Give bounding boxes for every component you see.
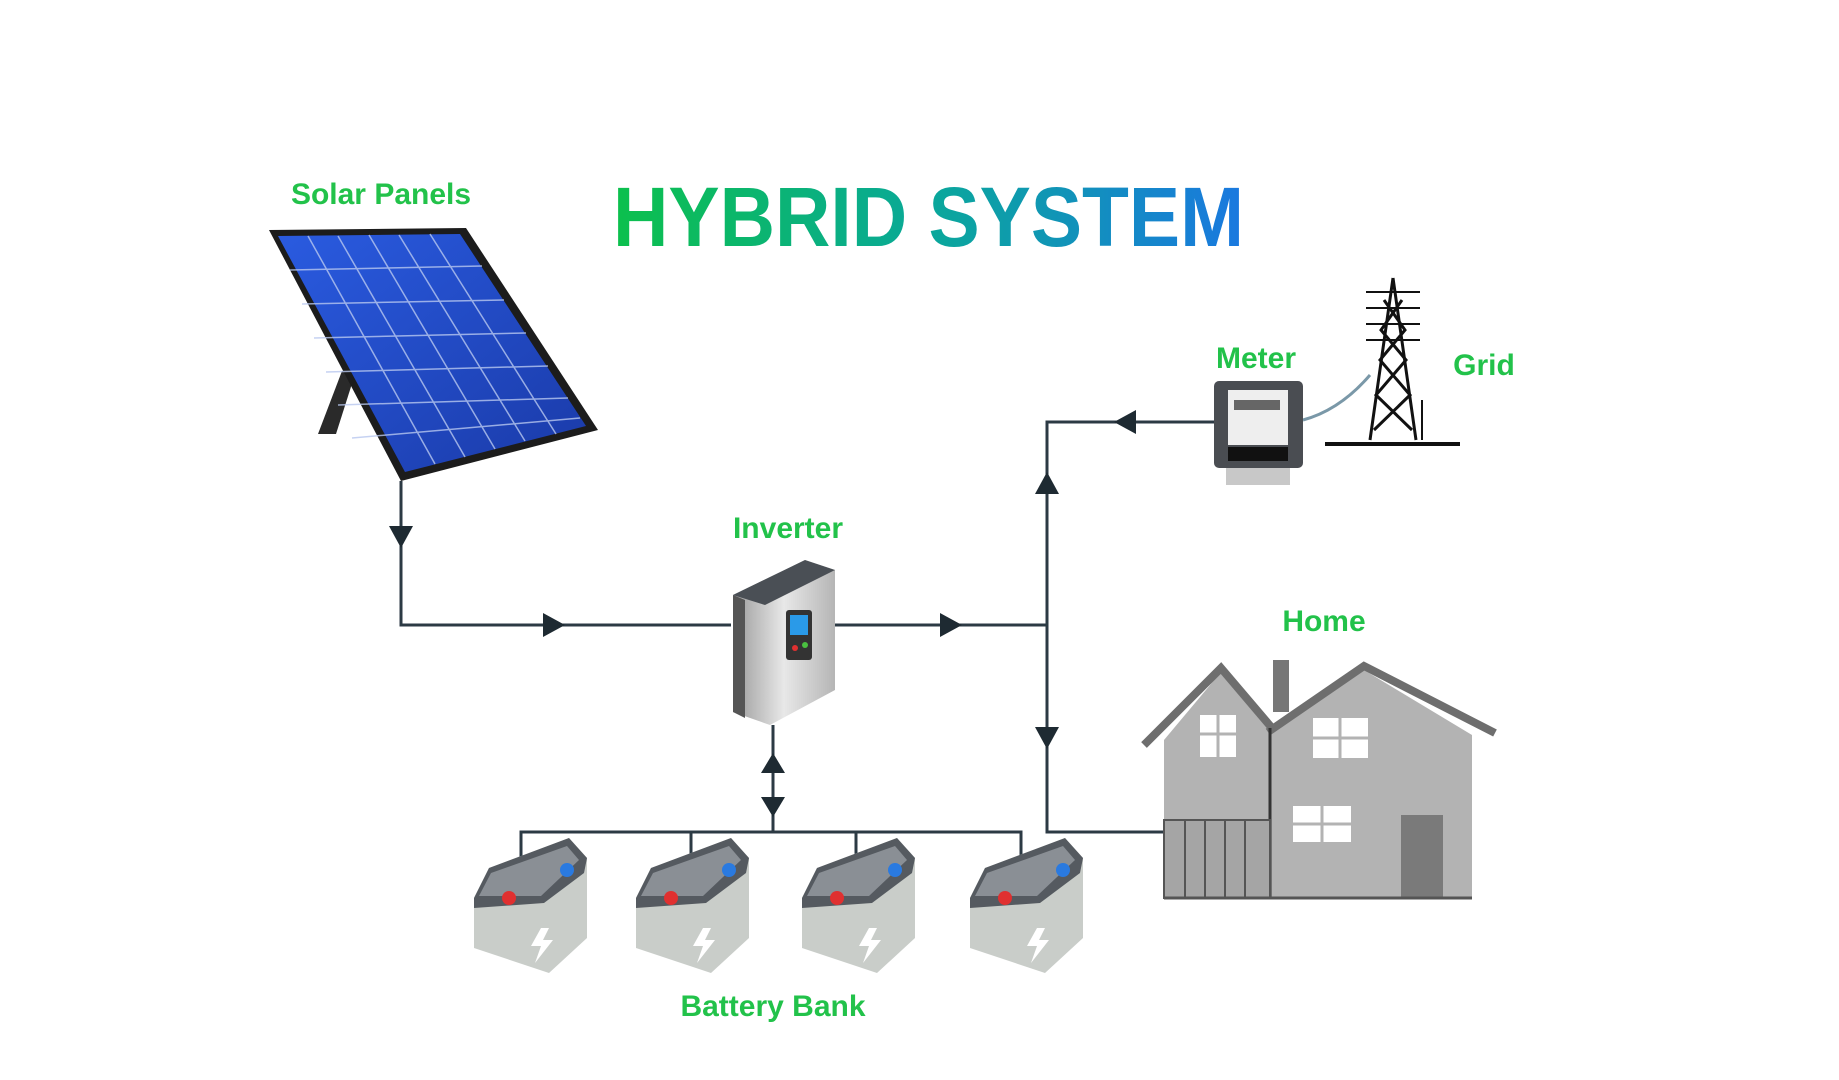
battery-icon (474, 838, 587, 973)
battery-bank (474, 838, 1083, 973)
arrow-up-icon (761, 753, 785, 773)
meter-icon (1214, 374, 1372, 485)
flow-arrows (389, 410, 1136, 817)
battery-icon (802, 838, 915, 973)
arrow-right-icon (940, 613, 962, 637)
battery-icon (970, 838, 1083, 973)
diagram-title: HYBRID SYSTEM (613, 170, 1244, 264)
arrow-down-icon (389, 526, 413, 548)
solar-panels-label: Solar Panels (291, 178, 471, 211)
inverter-label: Inverter (733, 512, 843, 545)
arrow-down-icon (1035, 727, 1059, 749)
grid-label: Grid (1453, 349, 1515, 382)
home-label: Home (1282, 605, 1365, 638)
arrow-right-icon (543, 613, 565, 637)
battery-bank-label: Battery Bank (680, 990, 865, 1023)
arrow-up-icon (1035, 472, 1059, 494)
solar-panel-icon (269, 228, 598, 481)
battery-icon (636, 838, 749, 973)
house-icon (1141, 660, 1497, 900)
transmission-tower-icon (1325, 277, 1460, 446)
arrow-left-icon (1114, 410, 1136, 434)
meter-label: Meter (1216, 342, 1296, 375)
arrow-down-icon (761, 797, 785, 817)
inverter-icon (733, 560, 835, 725)
